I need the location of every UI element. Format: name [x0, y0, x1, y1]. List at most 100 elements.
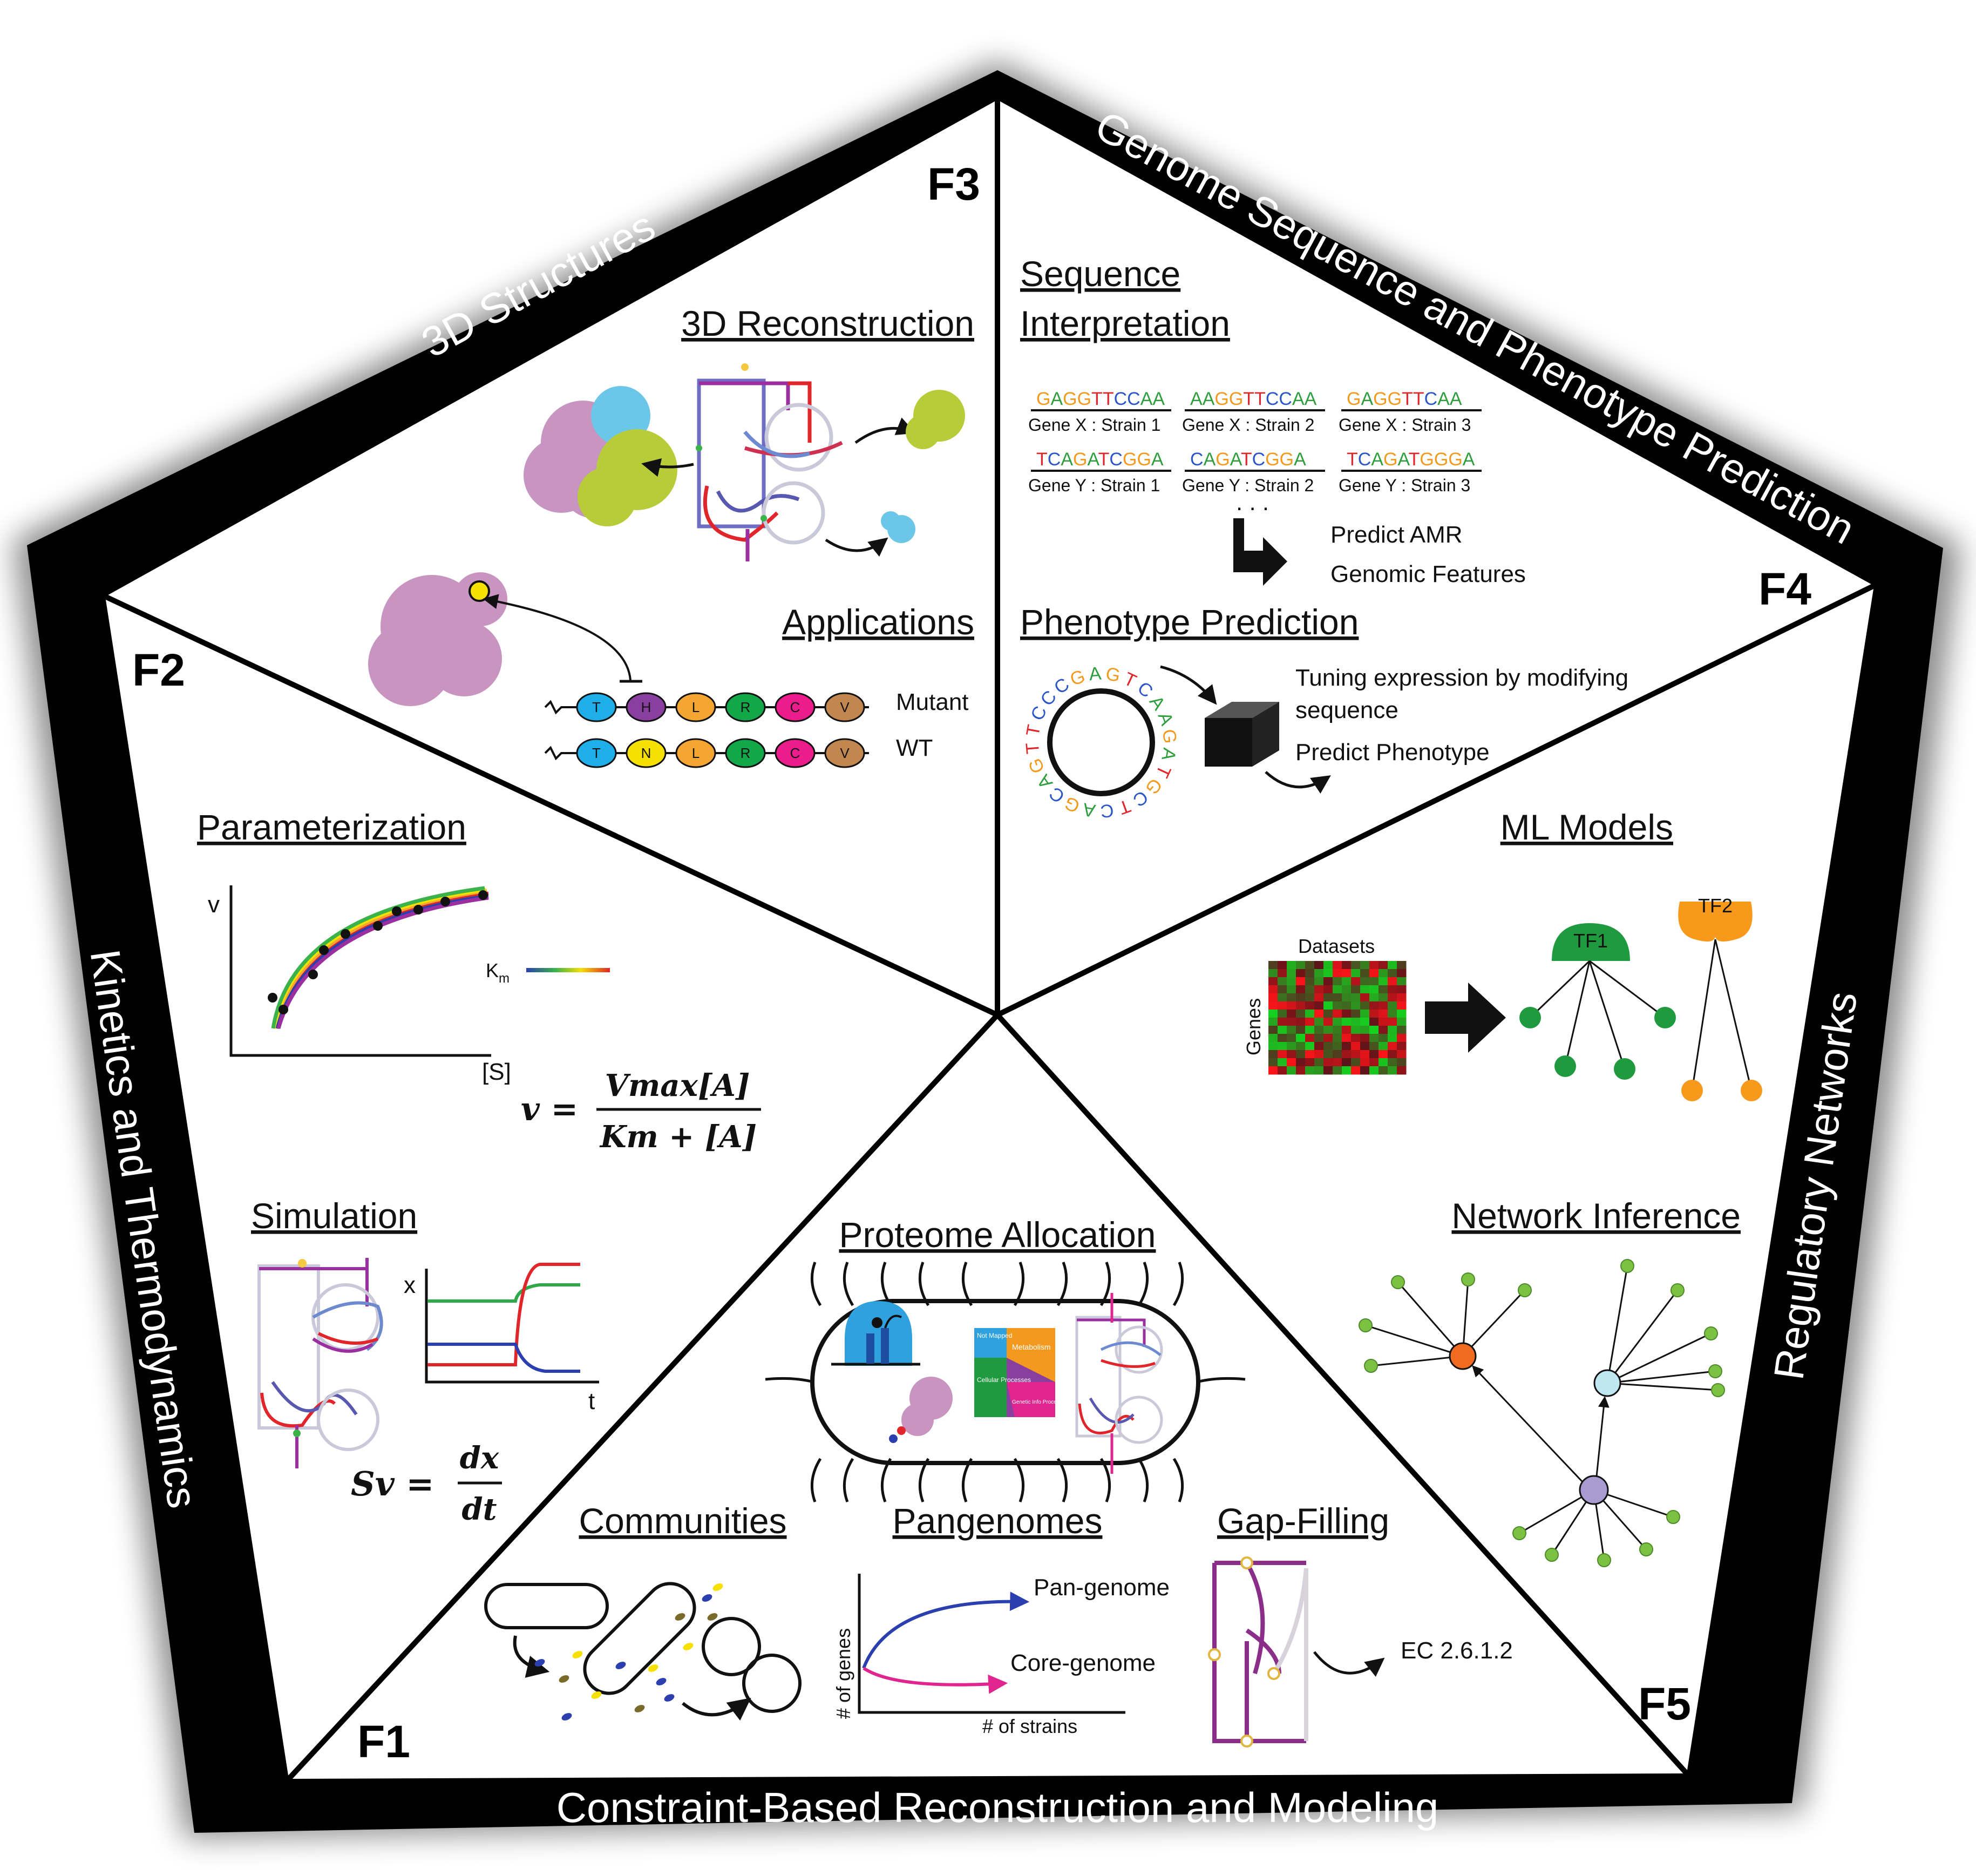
- ellipsis: . . .: [1236, 489, 1269, 516]
- heatmap-cell: [1369, 1042, 1379, 1051]
- residue-letter: N: [641, 745, 651, 761]
- heatmap-cell: [1323, 1042, 1333, 1051]
- heatmap-cell: [1388, 1018, 1397, 1026]
- predict-arrow-icon: [1233, 518, 1287, 586]
- heatmap-cell: [1333, 1034, 1342, 1042]
- heatmap-cell: [1369, 1018, 1379, 1026]
- heatmap-cell: [1278, 977, 1287, 986]
- heatmap-cell: [1323, 1058, 1333, 1067]
- cell-illustration: Not Mapped Metabolism Cellular Processes…: [765, 1262, 1246, 1502]
- heatmap-cell: [1360, 977, 1370, 986]
- heatmap-cell: [1305, 969, 1315, 978]
- regulation-arrow: [1472, 1365, 1584, 1483]
- data-point: [392, 906, 402, 916]
- heatmap-cell: [1287, 1050, 1296, 1059]
- heatmap-cell: [1268, 961, 1278, 970]
- plasmid-base: T: [1022, 742, 1044, 755]
- heatmap-cell: [1397, 1050, 1407, 1059]
- heatmap-cell: [1296, 1050, 1306, 1059]
- heatmap-cell: [1360, 1034, 1370, 1042]
- heatmap-cell: [1342, 961, 1352, 970]
- field-label-f5: F5: [1638, 1678, 1691, 1729]
- saturation-curves: [271, 886, 489, 1029]
- heatmap-cell: [1278, 961, 1287, 970]
- heatmap-cell: [1333, 1050, 1342, 1059]
- heatmap-cell: [1388, 1001, 1397, 1010]
- dna-sequence: GAGGTTCAA: [1347, 389, 1462, 409]
- metabolite-dot: [712, 1583, 723, 1591]
- heatmap-cell: [1333, 993, 1342, 1002]
- heatmap-cell: [1305, 985, 1315, 994]
- heatmap-cell: [1379, 1034, 1388, 1042]
- heatmap-cell: [1333, 961, 1342, 970]
- heatmap-cell: [1268, 969, 1278, 978]
- heatmap-cell: [1351, 1042, 1361, 1051]
- sequence-label: Gene Y : Strain 2: [1182, 476, 1314, 495]
- mutation-site-marker: [468, 580, 490, 602]
- heatmap-cell: [1388, 1042, 1397, 1051]
- black-box-cube-icon: [1205, 702, 1279, 767]
- arrow-to-blue-protein: [825, 537, 888, 557]
- core-genome-label: Core-genome: [1010, 1650, 1156, 1676]
- residue-letter: L: [692, 699, 700, 715]
- kinetics-plot-axes: [229, 885, 491, 1057]
- heatmap-cell: [1397, 1010, 1407, 1018]
- heatmap-cell: [1379, 1026, 1388, 1034]
- heatmap-cell: [1360, 985, 1370, 994]
- sequence-label: Gene Y : Strain 1: [1028, 476, 1160, 495]
- tf2-network: TF2: [1678, 895, 1762, 1101]
- heatmap-cell: [1369, 977, 1379, 986]
- flagellum: [1056, 1458, 1068, 1502]
- heatmap-cell: [1397, 993, 1407, 1002]
- heatmap-cell: [1397, 985, 1407, 994]
- heatmap-cell: [1379, 977, 1388, 986]
- heatmap-cell: [1278, 1010, 1287, 1018]
- leaf-node: [1461, 1272, 1475, 1286]
- heatmap-cell: [1278, 1058, 1287, 1067]
- heatmap-cell: [1314, 969, 1324, 978]
- genes-axis-label: # of genes: [832, 1628, 854, 1719]
- tuning-label-line2: sequence: [1295, 697, 1398, 723]
- heatmap-cell: [1369, 985, 1379, 994]
- heatmap-cell: [1369, 1034, 1379, 1042]
- heatmap-cell: [1296, 1034, 1306, 1042]
- residue-letter: R: [741, 745, 751, 761]
- flagellum: [1196, 1377, 1246, 1384]
- heatmap-cell: [1314, 993, 1324, 1002]
- residue-bead: [824, 738, 865, 768]
- heatmap-cell: [1397, 1066, 1407, 1075]
- heatmap-cell: [1397, 1001, 1407, 1010]
- km-legend-label: Km: [486, 959, 510, 986]
- heatmap-cell: [1351, 993, 1361, 1002]
- strains-axis-label: # of strains: [982, 1715, 1077, 1737]
- heatmap-cell: [1296, 961, 1306, 970]
- heatmap-cell: [1323, 993, 1333, 1002]
- ec-arrow: [1313, 1651, 1385, 1677]
- heatmap-cell: [1305, 1018, 1315, 1026]
- heatmap-cell: [1296, 1066, 1306, 1075]
- expression-heatmap: [1268, 961, 1407, 1075]
- core-genome-curve: [863, 1667, 1008, 1694]
- tf1-target-node: [1519, 1007, 1541, 1028]
- km-colorbar: [526, 968, 610, 972]
- heatmap-cell: [1268, 1058, 1278, 1067]
- green-protein-illustration: [906, 390, 965, 449]
- flagellum: [961, 1262, 973, 1306]
- leaf-node: [1545, 1548, 1559, 1562]
- heatmap-cell: [1379, 1018, 1388, 1026]
- leaf-node: [1620, 1259, 1634, 1273]
- heatmap-cell: [1314, 1058, 1324, 1067]
- heatmap-cell: [1369, 993, 1379, 1002]
- flagellum: [1172, 1458, 1184, 1502]
- communities-illustration: [484, 1582, 802, 1721]
- metabolic-map-illustration: [696, 363, 843, 561]
- sv-equation-denominator: dt: [461, 1492, 497, 1527]
- heatmap-cell: [1351, 961, 1361, 970]
- plasmid-circle: [1047, 688, 1155, 796]
- band-label-constraint-based: Constraint-Based Reconstruction and Mode…: [556, 1784, 1439, 1831]
- section-title-simulation: Simulation: [251, 1196, 417, 1236]
- heatmap-cell: [1360, 993, 1370, 1002]
- heatmap-cell: [1314, 961, 1324, 970]
- heatmap-cell: [1342, 977, 1352, 986]
- flagellum: [810, 1262, 822, 1306]
